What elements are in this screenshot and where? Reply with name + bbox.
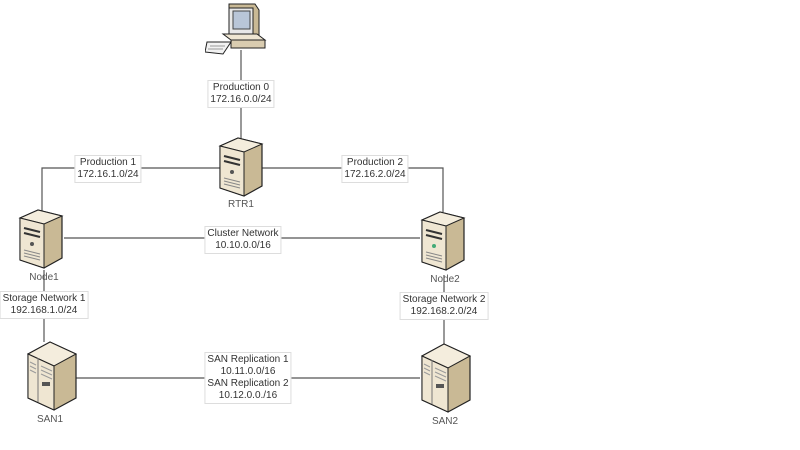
network-subnet-2: 10.12.0.0./16 [218,390,278,401]
network-name: Production 2 [346,157,404,168]
network-subnet: 192.168.1.0/24 [10,305,78,316]
network-label-san-replication: SAN Replication 1 10.11.0.0/16 SAN Repli… [204,352,292,404]
node1-server-icon[interactable] [18,208,64,270]
network-label-production-1: Production 1 172.16.1.0/24 [74,155,142,183]
network-label-production-0: Production 0 172.16.0.0/24 [207,80,275,108]
network-subnet: 172.16.1.0/24 [77,169,139,180]
network-name: Production 1 [79,157,137,168]
network-subnet: 10.10.0.0/16 [215,240,271,251]
node2-label: Node2 [430,274,460,285]
network-name: Storage Network 1 [2,293,86,304]
network-label-storage-1: Storage Network 1 192.168.1.0/24 [0,291,89,319]
rtr1-server-icon[interactable] [218,136,264,198]
san1-label: SAN1 [36,414,64,425]
node1-label: Node1 [29,272,59,283]
network-subnet: 192.168.2.0/24 [410,306,478,317]
workstation-icon[interactable] [205,0,267,60]
network-label-production-2: Production 2 172.16.2.0/24 [341,155,409,183]
san2-storage-icon[interactable] [420,342,472,414]
network-name: SAN Replication 1 [207,354,289,365]
network-subnet: 172.16.0.0/24 [210,94,272,105]
network-subnet: 172.16.2.0/24 [344,169,406,180]
network-label-storage-2: Storage Network 2 192.168.2.0/24 [399,292,489,320]
link-production-2 [262,167,444,212]
network-subnet: 10.11.0.0/16 [220,366,276,377]
san2-label: SAN2 [431,416,459,427]
network-name: Production 0 [212,82,270,93]
network-name: Cluster Network [207,228,279,239]
network-label-cluster: Cluster Network 10.10.0.0/16 [204,226,282,254]
link-production-1 [41,167,220,212]
san1-storage-icon[interactable] [26,340,78,412]
network-name-2: SAN Replication 2 [207,378,289,389]
node2-server-icon[interactable] [420,210,466,272]
network-name: Storage Network 2 [402,294,486,305]
rtr1-label: RTR1 [228,199,254,210]
